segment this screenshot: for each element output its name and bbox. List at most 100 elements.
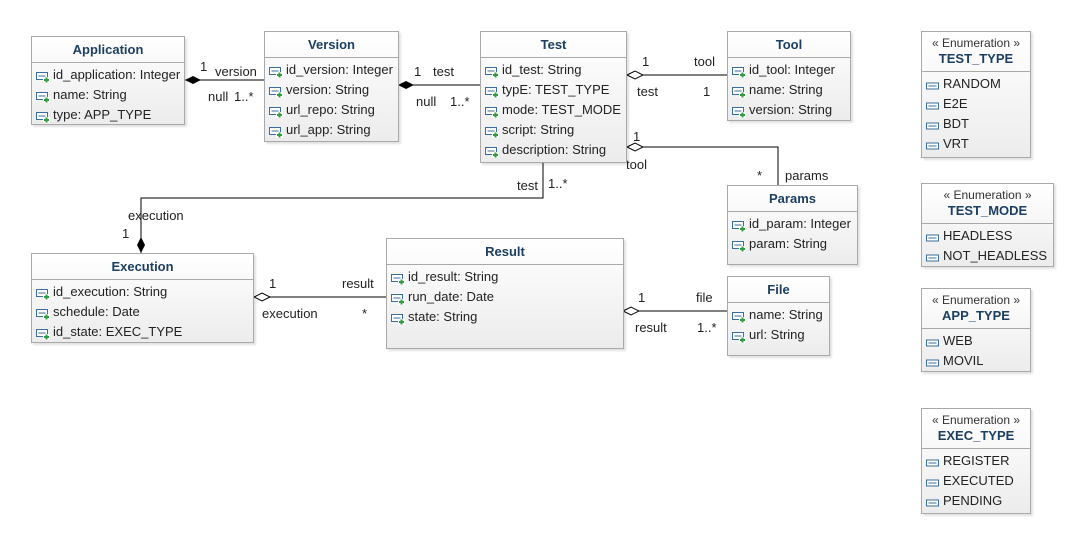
role-test-execution-target: execution	[128, 208, 184, 223]
attribute-row[interactable]: url_app: String	[265, 120, 398, 140]
attribute-text: id_application: Integer	[53, 67, 181, 82]
connector-result-file[interactable]	[621, 306, 728, 316]
attribute-row[interactable]: name: String	[728, 305, 829, 325]
attribute-text: version: String	[286, 82, 370, 97]
connector-execution-result[interactable]	[252, 292, 387, 302]
attribute-row[interactable]: typE: TEST_TYPE	[481, 80, 626, 100]
attribute-row[interactable]: script: String	[481, 120, 626, 140]
aggregation-diamond-test-params	[625, 142, 645, 152]
attribute-text: name: String	[53, 87, 127, 102]
attribute-row[interactable]: run_date: Date	[387, 287, 623, 307]
enum-literal-row[interactable]: EXECUTED	[922, 471, 1030, 491]
role-test-execution-source: test	[517, 178, 538, 193]
attribute-row[interactable]: version: String	[265, 80, 398, 100]
attribute-row[interactable]: id_param: Integer	[728, 214, 857, 234]
attribute-row[interactable]: type: APP_TYPE	[32, 105, 184, 125]
enum-stereotype: « Enumeration »	[931, 36, 1021, 50]
attribute-row[interactable]: id_test: String	[481, 60, 626, 80]
attribute-row[interactable]: state: String	[387, 307, 623, 327]
attribute-row[interactable]: name: String	[32, 85, 184, 105]
enum-stereotype: « Enumeration »	[943, 188, 1032, 202]
attribute-icon	[485, 84, 499, 98]
divider	[728, 302, 829, 303]
attribute-text: name: String	[749, 82, 823, 97]
aggregation-diamond-test-tool	[625, 70, 645, 80]
attribute-icon	[732, 84, 746, 98]
attribute-icon	[36, 89, 50, 103]
attribute-row[interactable]: param: String	[728, 234, 857, 254]
connector-test-params[interactable]	[625, 142, 779, 185]
enum-literal-row[interactable]: BDT	[922, 114, 1030, 134]
enum-literal-row[interactable]: NOT_HEADLESS	[922, 246, 1053, 266]
enum-literal-row[interactable]: REGISTER	[922, 451, 1030, 471]
role-application-version-target: null	[208, 89, 229, 104]
mult-application-version-source: 1	[200, 59, 208, 74]
class-title: Tool	[775, 37, 803, 52]
enum-literal-row[interactable]: MOVIL	[922, 351, 1030, 371]
divider	[265, 57, 398, 58]
attribute-text: url: String	[749, 327, 805, 342]
connector-application-version[interactable]	[185, 76, 265, 84]
attribute-text: script: String	[502, 122, 575, 137]
attribute-text: typE: TEST_TYPE	[502, 82, 610, 97]
class-application[interactable]: Application id_application: Integer name:…	[31, 36, 185, 125]
enum-literal-icon	[926, 355, 940, 367]
divider	[922, 328, 1030, 329]
class-tool[interactable]: Tool id_tool: Integer name: String version…	[727, 31, 851, 121]
attribute-list: id_version: Integer version: String url_re…	[265, 60, 398, 140]
divider	[481, 57, 626, 58]
attribute-row[interactable]: name: String	[728, 80, 850, 100]
attribute-icon	[36, 69, 50, 83]
enum-literal-row[interactable]: RANDOM	[922, 74, 1030, 94]
enum-literal-row[interactable]: E2E	[922, 94, 1030, 114]
enum-literal-icon	[926, 495, 940, 507]
mult-execution-result-target: *	[362, 306, 368, 321]
enum-literal-row[interactable]: WEB	[922, 331, 1030, 351]
attribute-row[interactable]: id_tool: Integer	[728, 60, 850, 80]
enum-literal-row[interactable]: VRT	[922, 134, 1030, 154]
attribute-row[interactable]: mode: TEST_MODE	[481, 100, 626, 120]
attribute-text: id_param: Integer	[749, 216, 851, 231]
attribute-row[interactable]: version: String	[728, 100, 850, 120]
enum-literal-icon	[926, 230, 940, 242]
attribute-icon	[269, 84, 283, 98]
mult-test-params-source: 1	[633, 129, 641, 144]
composition-diamond-version	[398, 81, 414, 89]
attribute-row[interactable]: description: String	[481, 140, 626, 160]
divider	[922, 223, 1053, 224]
enum-literal-icon	[926, 98, 940, 110]
enum-literal-icon	[926, 475, 940, 487]
class-title: Execution	[111, 259, 174, 274]
connector-version-test[interactable]	[398, 81, 480, 89]
enum-literal-text: BDT	[943, 116, 969, 131]
attribute-row[interactable]: id_application: Integer	[32, 65, 184, 85]
attribute-text: version: String	[749, 102, 833, 117]
attribute-row[interactable]: id_state: EXEC_TYPE	[32, 322, 253, 342]
role-execution-result-source: result	[342, 276, 374, 291]
attribute-row[interactable]: schedule: Date	[32, 302, 253, 322]
divider	[32, 279, 253, 280]
attribute-row[interactable]: url: String	[728, 325, 829, 345]
attribute-row[interactable]: id_version: Integer	[265, 60, 398, 80]
class-title: Application	[72, 42, 144, 57]
attribute-row[interactable]: url_repo: String	[265, 100, 398, 120]
attribute-text: name: String	[749, 307, 823, 322]
connector-test-tool[interactable]	[625, 70, 728, 80]
enum-literal-row[interactable]: HEADLESS	[922, 226, 1053, 246]
attribute-row[interactable]: id_execution: String	[32, 282, 253, 302]
connector-test-execution[interactable]	[137, 163, 544, 253]
enum-title: TEST_TYPE	[938, 51, 1014, 66]
enum-literal-row[interactable]: PENDING	[922, 491, 1030, 511]
attribute-row[interactable]: id_result: String	[387, 267, 623, 287]
